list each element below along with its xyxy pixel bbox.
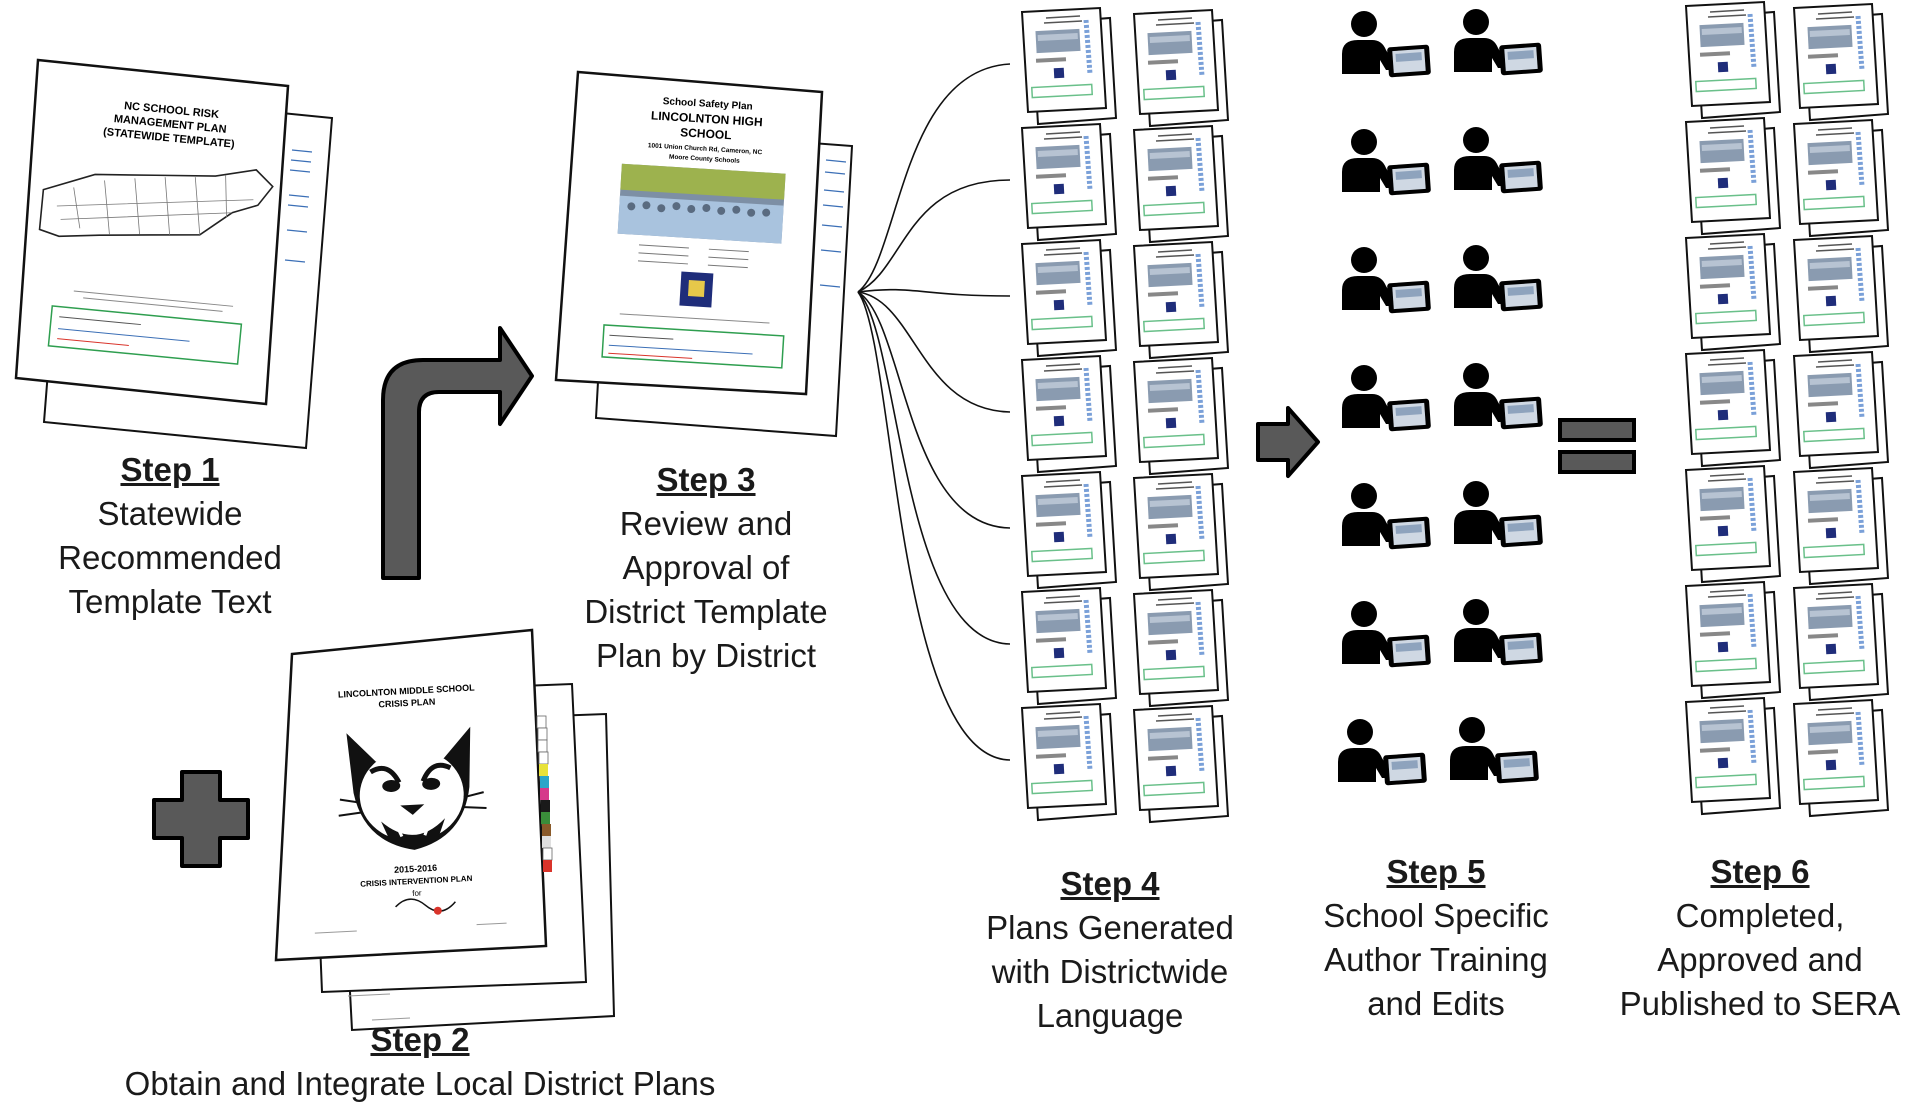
plan-document-thumbnail bbox=[1794, 4, 1888, 120]
published-plans-grid bbox=[1686, 2, 1888, 816]
person-at-computer-icon bbox=[1454, 127, 1543, 194]
person-at-computer-icon bbox=[1454, 245, 1543, 312]
plan-document-thumbnail bbox=[1022, 588, 1116, 704]
plan-document-thumbnail bbox=[1134, 474, 1228, 590]
plan-document-thumbnail bbox=[1134, 126, 1228, 242]
person-at-computer-icon bbox=[1454, 363, 1543, 430]
plan-document-thumbnail bbox=[1022, 704, 1116, 820]
step-2-line: Obtain and Integrate Local District Plan… bbox=[124, 1065, 716, 1102]
plan-document-thumbnail bbox=[1794, 120, 1888, 236]
district-template-document: School Safety Plan LINCOLNTON HIGH SCHOO… bbox=[554, 70, 854, 438]
plan-document-thumbnail bbox=[1686, 698, 1780, 814]
person-at-computer-icon bbox=[1342, 129, 1431, 196]
person-at-computer-icon bbox=[1342, 601, 1431, 668]
plan-document-thumbnail bbox=[1794, 468, 1888, 584]
plan-document-thumbnail bbox=[1686, 466, 1780, 582]
step-5-title: Step 5 bbox=[1386, 853, 1486, 890]
district-template-heading: School Safety Plan bbox=[662, 96, 753, 112]
plan-document-thumbnail bbox=[1022, 356, 1116, 472]
step-3-line: Review and bbox=[619, 505, 793, 542]
plan-document-thumbnail bbox=[1686, 582, 1780, 698]
step-4-line: Language bbox=[1036, 997, 1184, 1034]
person-at-computer-icon bbox=[1338, 719, 1427, 786]
plan-document-thumbnail bbox=[1134, 706, 1228, 822]
plan-document-thumbnail bbox=[1686, 234, 1780, 350]
person-at-computer-icon bbox=[1450, 717, 1539, 784]
step-3-caption: Step 3 Review and Approval of District T… bbox=[556, 458, 856, 678]
step-6-line: Completed, bbox=[1675, 897, 1845, 934]
district-template-school: LINCOLNTON HIGH bbox=[651, 108, 763, 129]
step-4-line: Plans Generated bbox=[986, 909, 1234, 946]
step-1-line: Recommended bbox=[58, 539, 282, 576]
plan-document-thumbnail bbox=[1686, 350, 1780, 466]
plan-document-thumbnail bbox=[1022, 124, 1116, 240]
step-6-line: Approved and bbox=[1657, 941, 1863, 978]
step-2-caption: Step 2 Obtain and Integrate Local Distri… bbox=[60, 1018, 780, 1106]
local-district-plan-document: LINCOLNTON MIDDLE SCHOOL CRISIS PLAN 201… bbox=[274, 628, 616, 1032]
step-3-line: District Template bbox=[584, 593, 828, 630]
district-template-district: Moore County Schools bbox=[669, 154, 740, 165]
person-at-computer-icon bbox=[1342, 11, 1431, 78]
bobcat-mascot-image bbox=[338, 726, 487, 850]
plan-document-thumbnail bbox=[1686, 118, 1780, 234]
local-plan-years: 2015-2016 bbox=[394, 863, 438, 875]
plan-document-thumbnail bbox=[1022, 240, 1116, 356]
plan-document-thumbnail bbox=[1686, 2, 1780, 118]
step-3-line: Plan by District bbox=[595, 637, 817, 674]
local-plan-for: for bbox=[412, 889, 422, 898]
person-at-computer-icon bbox=[1454, 599, 1543, 666]
plan-document-thumbnail bbox=[1794, 584, 1888, 700]
step-5-line: and Edits bbox=[1367, 985, 1505, 1022]
step-5-line: School Specific bbox=[1323, 897, 1549, 934]
school-authors-grid bbox=[1338, 9, 1543, 786]
plan-document-thumbnail bbox=[1134, 358, 1228, 474]
step-3-title: Step 3 bbox=[656, 461, 756, 498]
person-at-computer-icon bbox=[1342, 483, 1431, 550]
step-1-line: Template Text bbox=[68, 583, 272, 620]
step-1-title: Step 1 bbox=[120, 451, 220, 488]
step-4-caption: Step 4 Plans Generated with Districtwide… bbox=[960, 862, 1260, 1038]
step-5-line: Author Training bbox=[1324, 941, 1548, 978]
plan-document-thumbnail bbox=[1022, 472, 1116, 588]
step-6-title: Step 6 bbox=[1710, 853, 1810, 890]
plan-document-thumbnail bbox=[1134, 10, 1228, 126]
person-at-computer-icon bbox=[1342, 247, 1431, 314]
person-at-computer-icon bbox=[1342, 365, 1431, 432]
district-template-school: SCHOOL bbox=[680, 125, 732, 142]
person-at-computer-icon bbox=[1454, 481, 1543, 548]
plan-distribution-lines bbox=[857, 63, 1011, 761]
step-2-title: Step 2 bbox=[370, 1021, 470, 1058]
equals-icon bbox=[1558, 418, 1636, 474]
step-6-line: Published to SERA bbox=[1619, 985, 1901, 1022]
plan-document-thumbnail bbox=[1134, 590, 1228, 706]
curved-arrow-icon bbox=[381, 326, 534, 580]
plan-document-thumbnail bbox=[1134, 242, 1228, 358]
step-5-caption: Step 5 School Specific Author Training a… bbox=[1286, 850, 1586, 1026]
step-1-caption: Step 1 Statewide Recommended Template Te… bbox=[20, 448, 320, 624]
step-3-line: Approval of bbox=[622, 549, 790, 586]
plan-document-thumbnail bbox=[1794, 700, 1888, 816]
step-4-line: with Districtwide bbox=[991, 953, 1229, 990]
step-4-title: Step 4 bbox=[1060, 865, 1160, 902]
local-plan-title: CRISIS PLAN bbox=[378, 697, 435, 710]
step-6-caption: Step 6 Completed, Approved and Published… bbox=[1610, 850, 1910, 1026]
person-at-computer-icon bbox=[1454, 9, 1543, 76]
step-1-line: Statewide bbox=[97, 495, 243, 532]
plus-icon bbox=[152, 770, 250, 868]
plan-document-thumbnail bbox=[1022, 8, 1116, 124]
generated-plans-grid bbox=[1022, 8, 1228, 822]
plan-document-thumbnail bbox=[1794, 352, 1888, 468]
statewide-template-document: NC SCHOOL RISK MANAGEMENT PLAN (STATEWID… bbox=[14, 58, 334, 450]
plan-document-thumbnail bbox=[1794, 236, 1888, 352]
right-arrow-icon bbox=[1256, 406, 1320, 478]
